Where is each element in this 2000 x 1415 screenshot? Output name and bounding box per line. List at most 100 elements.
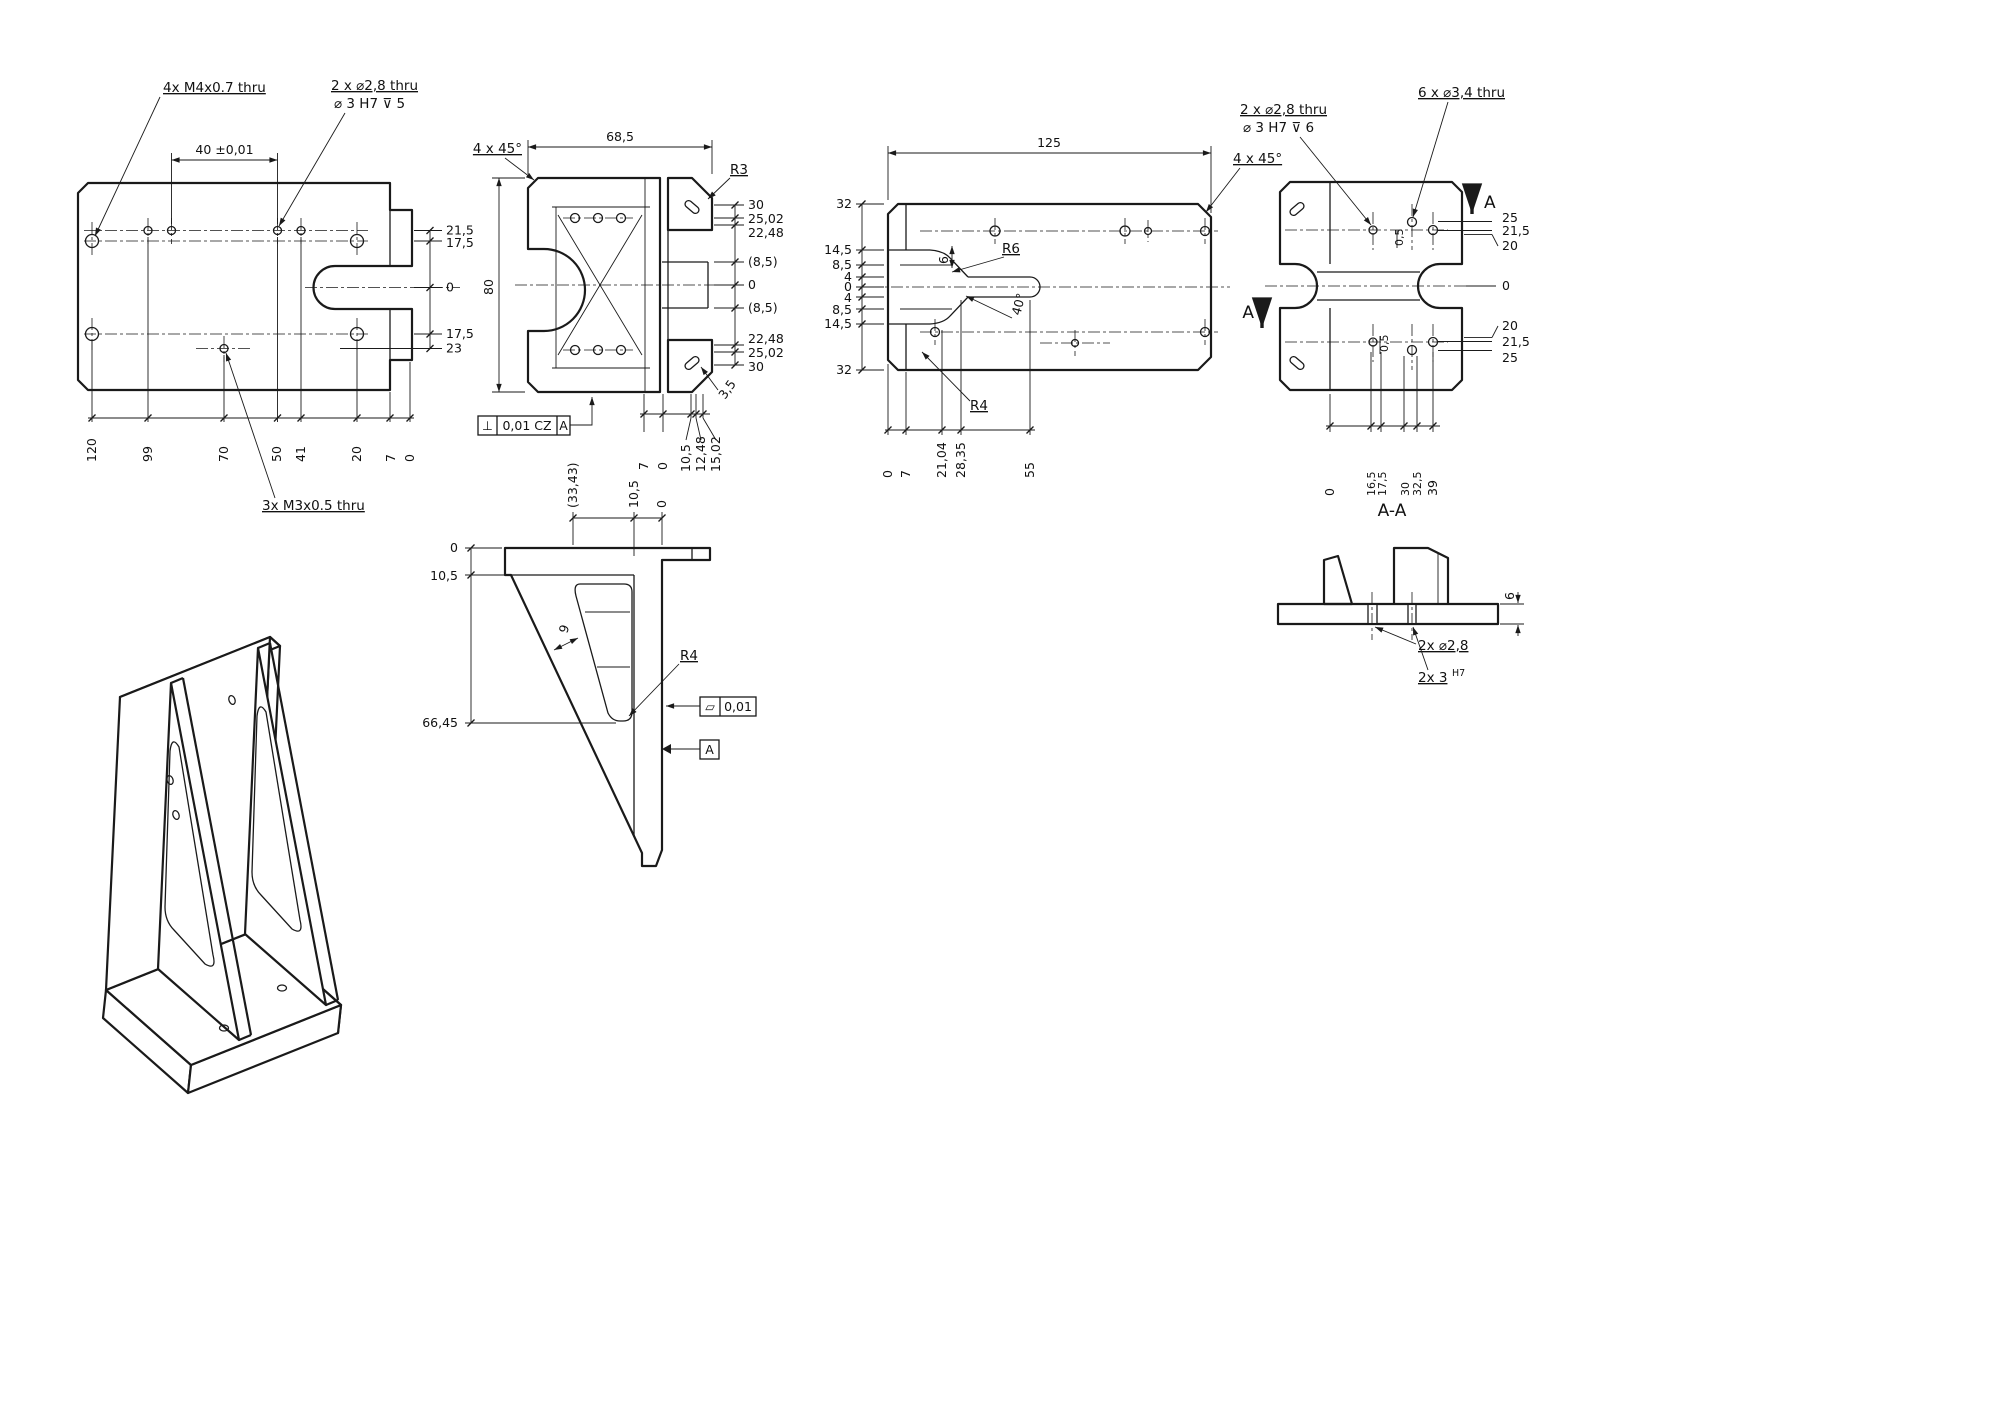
dowel-hole	[166, 225, 177, 236]
section-label-a: A	[1242, 303, 1254, 323]
fcf-datum: A	[559, 418, 568, 433]
dim-label: 8,5	[832, 257, 852, 272]
dim-label: 0	[844, 279, 852, 294]
dim-label: 32	[836, 362, 852, 377]
dim-label: 20	[1502, 318, 1518, 333]
plate-outline	[886, 202, 1213, 372]
dowel-slot	[1289, 355, 1305, 371]
profile-outline	[503, 546, 712, 868]
dim-label: 25	[1502, 350, 1518, 365]
fcf-tolerance: 0,01 CZ	[502, 418, 551, 433]
callout-dowel-line2: ⌀ 3 H7 ⊽ 6	[1243, 120, 1314, 136]
dim-label: 21,5	[1502, 334, 1530, 349]
m4-hole	[349, 233, 365, 249]
m3-hole	[296, 225, 306, 236]
dim-label: 8,5	[832, 302, 852, 317]
gusset-cutout	[574, 583, 633, 722]
dim-label: (8,5)	[748, 254, 778, 269]
dim-label: 30	[748, 197, 764, 212]
dim-label: 17,5	[446, 326, 474, 341]
callout-r4: R4	[680, 648, 698, 664]
callout-dowel-line2: ⌀ 3 H7 ⊽ 5	[334, 96, 405, 112]
dim-label: 17,5	[1376, 472, 1389, 497]
plate-outline	[76, 181, 414, 392]
m3-hole	[219, 343, 229, 354]
section-title: A-A	[1378, 501, 1407, 521]
callout-chamfer: 4 x 45°	[473, 141, 522, 157]
callout-ream-superscript: H7	[1452, 668, 1465, 679]
dim-slot: 3,5	[715, 377, 739, 402]
dim-label: 50	[269, 446, 284, 462]
dim-label: 21,04	[934, 442, 949, 478]
dim-width: 68,5	[606, 129, 634, 144]
plate-outline	[1278, 180, 1464, 392]
dim-label: 55	[1022, 462, 1037, 478]
dim-label: 21,5	[1502, 223, 1530, 238]
dim-label: 32,5	[1411, 472, 1424, 497]
dim-label: 99	[140, 446, 155, 462]
dim-label: 25,02	[748, 345, 784, 360]
dim-label: 22,48	[748, 225, 784, 240]
dim-label: 12,48	[693, 436, 708, 472]
dim-label: (33,43)	[565, 462, 580, 508]
callout-holes: 6 x ⌀3,4 thru	[1418, 85, 1505, 101]
dim-label: 7	[383, 454, 398, 462]
callout-r3: R3	[730, 162, 748, 178]
dim-offset: 0,5	[1378, 335, 1391, 353]
dim-label: 28,35	[953, 442, 968, 478]
callout-chamfer: 4 x 45°	[1233, 151, 1282, 167]
dowel-slot	[684, 199, 700, 215]
dim-label: 0	[655, 462, 670, 470]
dim-length: 125	[1037, 135, 1061, 150]
m4-hole	[84, 233, 100, 249]
wall-behind-section	[1392, 546, 1450, 604]
dim-label: 30	[748, 359, 764, 374]
dim-label: 120	[84, 438, 99, 462]
view-top-large-plate: 125 4 x 45° R6 40° R4 6 32 14,5 8,5 4 0 …	[824, 135, 1282, 478]
callout-ream: 2x 3	[1418, 670, 1447, 686]
datum-flag: A	[662, 739, 720, 760]
dim-label: 16,5	[1365, 472, 1378, 497]
fcf-symbol: ▱	[705, 699, 715, 714]
dim-label: 0	[402, 454, 417, 462]
callout-dowel-line1: 2 x ⌀2,8 thru	[1240, 102, 1327, 118]
dim-label: 32	[836, 196, 852, 211]
gusset-section	[1322, 554, 1354, 606]
callout-r6: R6	[1002, 241, 1020, 257]
dim-label: 7	[898, 470, 913, 478]
dim-label: 39	[1425, 480, 1440, 496]
dowel-hole	[1368, 337, 1378, 347]
dim-label: 10,5	[430, 568, 458, 583]
dim-label: 0	[446, 280, 454, 295]
dowel-hole	[272, 225, 283, 236]
dim-pitch: 40 ±0,01	[195, 142, 253, 157]
dim-rib: 9	[556, 623, 573, 635]
dim-label: (8,5)	[748, 300, 778, 315]
fcf-flatness: ▱ 0,01	[666, 696, 757, 717]
dim-label: 10,5	[678, 444, 693, 472]
view-isometric	[101, 635, 343, 1095]
dim-label: 4	[844, 269, 852, 284]
dowel-slot	[684, 355, 700, 371]
dim-offset: 0,5	[1393, 229, 1406, 247]
dim-label: 22,48	[748, 331, 784, 346]
gusset-cutout	[251, 706, 302, 932]
dowel-hole	[1368, 225, 1378, 235]
dim-label: 70	[216, 446, 231, 462]
dim-label: 15,02	[708, 436, 723, 472]
view-section-aa: A-A 6 2x ⌀2,8 2x 3 H7	[1276, 501, 1524, 686]
section-label-a: A	[1484, 193, 1496, 213]
dim-label: 66,45	[422, 715, 458, 730]
dim-label: 17,5	[446, 235, 474, 250]
m3-hole	[143, 225, 153, 236]
callout-r4: R4	[970, 398, 988, 414]
dim-label: 0	[748, 277, 756, 292]
base-section	[1276, 602, 1500, 626]
view-side-profile: (33,43) 10,5 0 0 10,5 66,45 9 R4 ▱ 0,01 …	[422, 462, 757, 868]
gusset-right	[243, 646, 328, 1007]
fcf-tolerance: 0,01	[724, 699, 752, 714]
dim-label: 0	[1322, 488, 1337, 496]
dim-label: 20	[349, 446, 364, 462]
